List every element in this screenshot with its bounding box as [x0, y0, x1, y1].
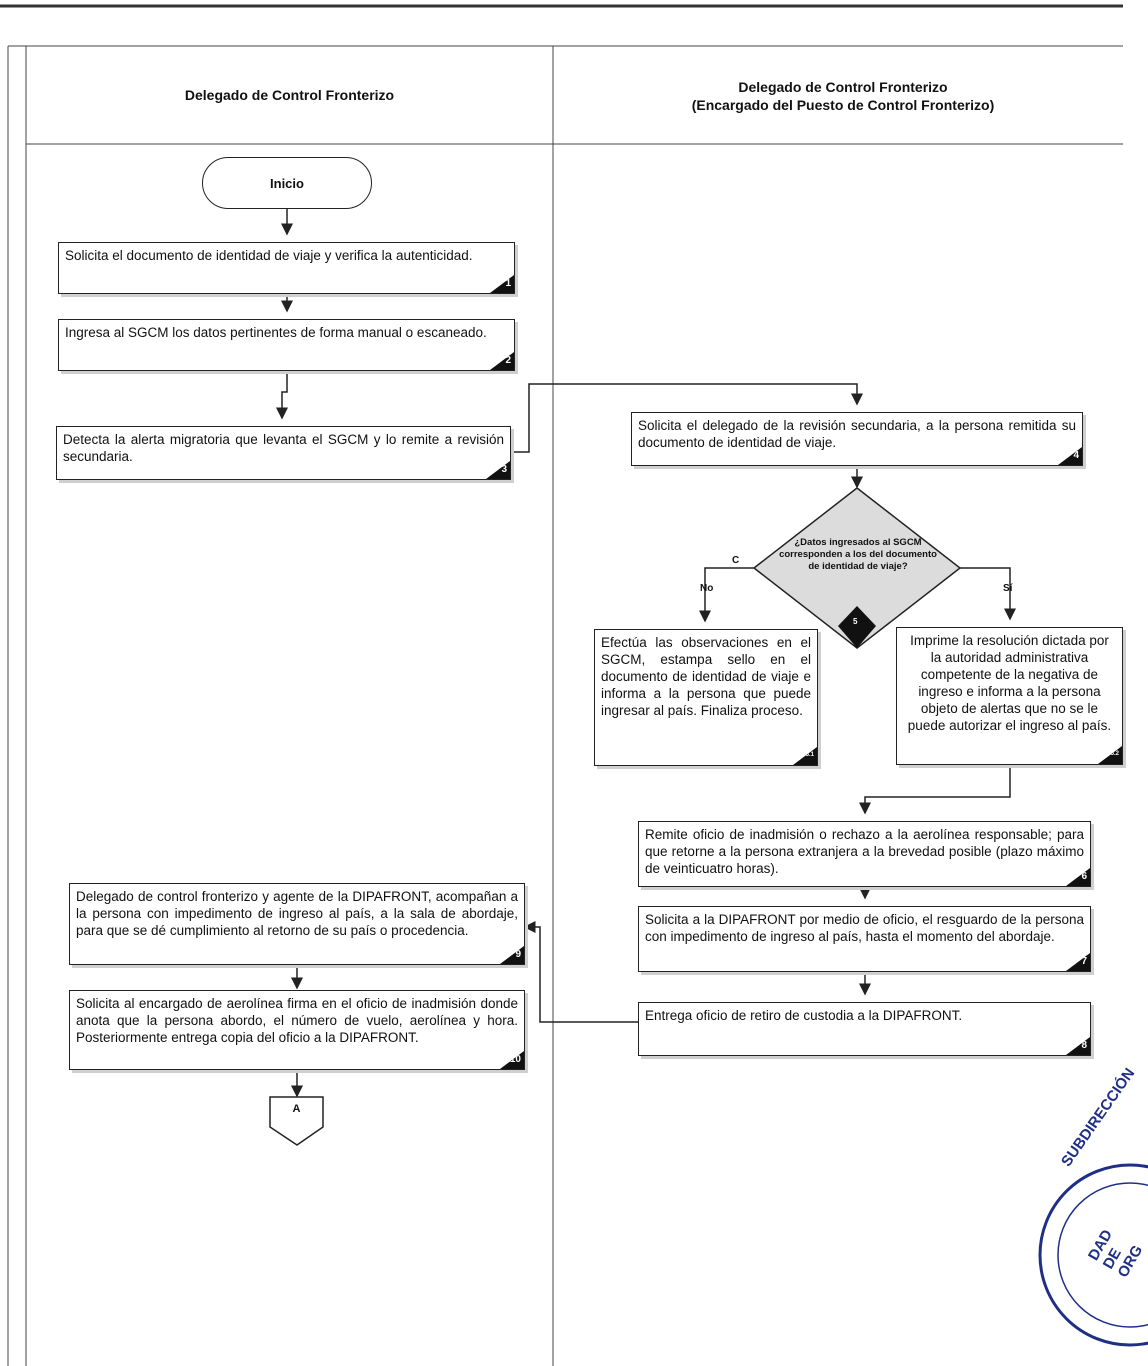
step-number-badge: 4: [1058, 447, 1082, 465]
step-3-box: Detecta la alerta migratoria que levanta…: [56, 426, 511, 480]
step-1-box: Solicita el documento de identidad de vi…: [58, 242, 515, 294]
step-text: Remite oficio de inadmisión o rechazo a …: [645, 827, 1084, 876]
decision-text: ¿Datos ingresados al SGCM corresponden a…: [779, 537, 937, 572]
off-page-connector-shape: [269, 1096, 324, 1146]
step-text: Delegado de control fronterizo y agente …: [76, 889, 518, 938]
no-branch-label: No: [700, 583, 714, 594]
decision-number: 5: [853, 617, 858, 626]
step-8-box: Entrega oficio de retiro de custodia a l…: [638, 1002, 1091, 1056]
step-number-badge: 2: [490, 352, 514, 370]
step-text: Ingresa al SGCM los datos pertinentes de…: [65, 325, 487, 340]
flowchart-lines: [0, 4, 1148, 1366]
step-10-box: Solicita al encargado de aerolínea firma…: [69, 990, 525, 1070]
step-text: Imprime la resolución dictada por la aut…: [907, 633, 1112, 733]
lane-title-right-line1: Delegado de Control Fronterizo: [738, 79, 948, 95]
step-text: Entrega oficio de retiro de custodia a l…: [645, 1008, 963, 1023]
yes-branch-label: Sí: [1003, 583, 1013, 594]
step-text: Solicita al encargado de aerolínea firma…: [76, 996, 518, 1045]
step-4-box: Solicita el delegado de la revisión secu…: [631, 412, 1083, 466]
seal-inner: [1057, 1182, 1148, 1328]
step-number-badge: 6: [1066, 868, 1090, 886]
lane-title-left: Delegado de Control Fronterizo: [184, 87, 395, 103]
step-text: Solicita a la DIPAFRONT por medio de ofi…: [645, 912, 1084, 944]
off-page-connector-label: A: [292, 1103, 301, 1115]
step-5-2-box: Imprime la resolución dictada por la aut…: [896, 627, 1123, 765]
start-terminal: Inicio: [202, 157, 372, 209]
step-number-badge: 7: [1066, 953, 1090, 971]
lane-title-right-line2: (Encargado del Puesto de Control Fronter…: [691, 97, 995, 113]
start-label: Inicio: [270, 175, 304, 191]
step-number-badge: 3: [486, 461, 510, 479]
step-7-box: Solicita a la DIPAFRONT por medio de ofi…: [638, 906, 1091, 972]
step-text: Detecta la alerta migratoria que levanta…: [63, 432, 504, 464]
decision-mark: C: [732, 555, 740, 566]
step-number-badge: 5.2: [1098, 746, 1122, 764]
step-number-badge: 1: [490, 275, 514, 293]
step-2-box: Ingresa al SGCM los datos pertinentes de…: [58, 319, 515, 371]
decision-badge: [838, 606, 876, 648]
seal-outer: [1038, 1163, 1148, 1347]
step-5-1-box: Efectúa las observaciones en el SGCM, es…: [594, 629, 818, 766]
lane-title-right: Delegado de Control Fronterizo (Encargad…: [553, 78, 1133, 114]
step-number-badge: 5.1: [793, 747, 817, 765]
step-9-box: Delegado de control fronterizo y agente …: [69, 883, 525, 965]
step-number-badge: 8: [1066, 1037, 1090, 1055]
step-number-badge: 10: [500, 1051, 524, 1069]
step-number-badge: 9: [500, 946, 524, 964]
step-text: Solicita el documento de identidad de vi…: [65, 248, 473, 263]
step-6-box: Remite oficio de inadmisión o rechazo a …: [638, 821, 1091, 887]
step-text: Solicita el delegado de la revisión secu…: [638, 418, 1076, 450]
step-text: Efectúa las observaciones en el SGCM, es…: [601, 635, 811, 718]
